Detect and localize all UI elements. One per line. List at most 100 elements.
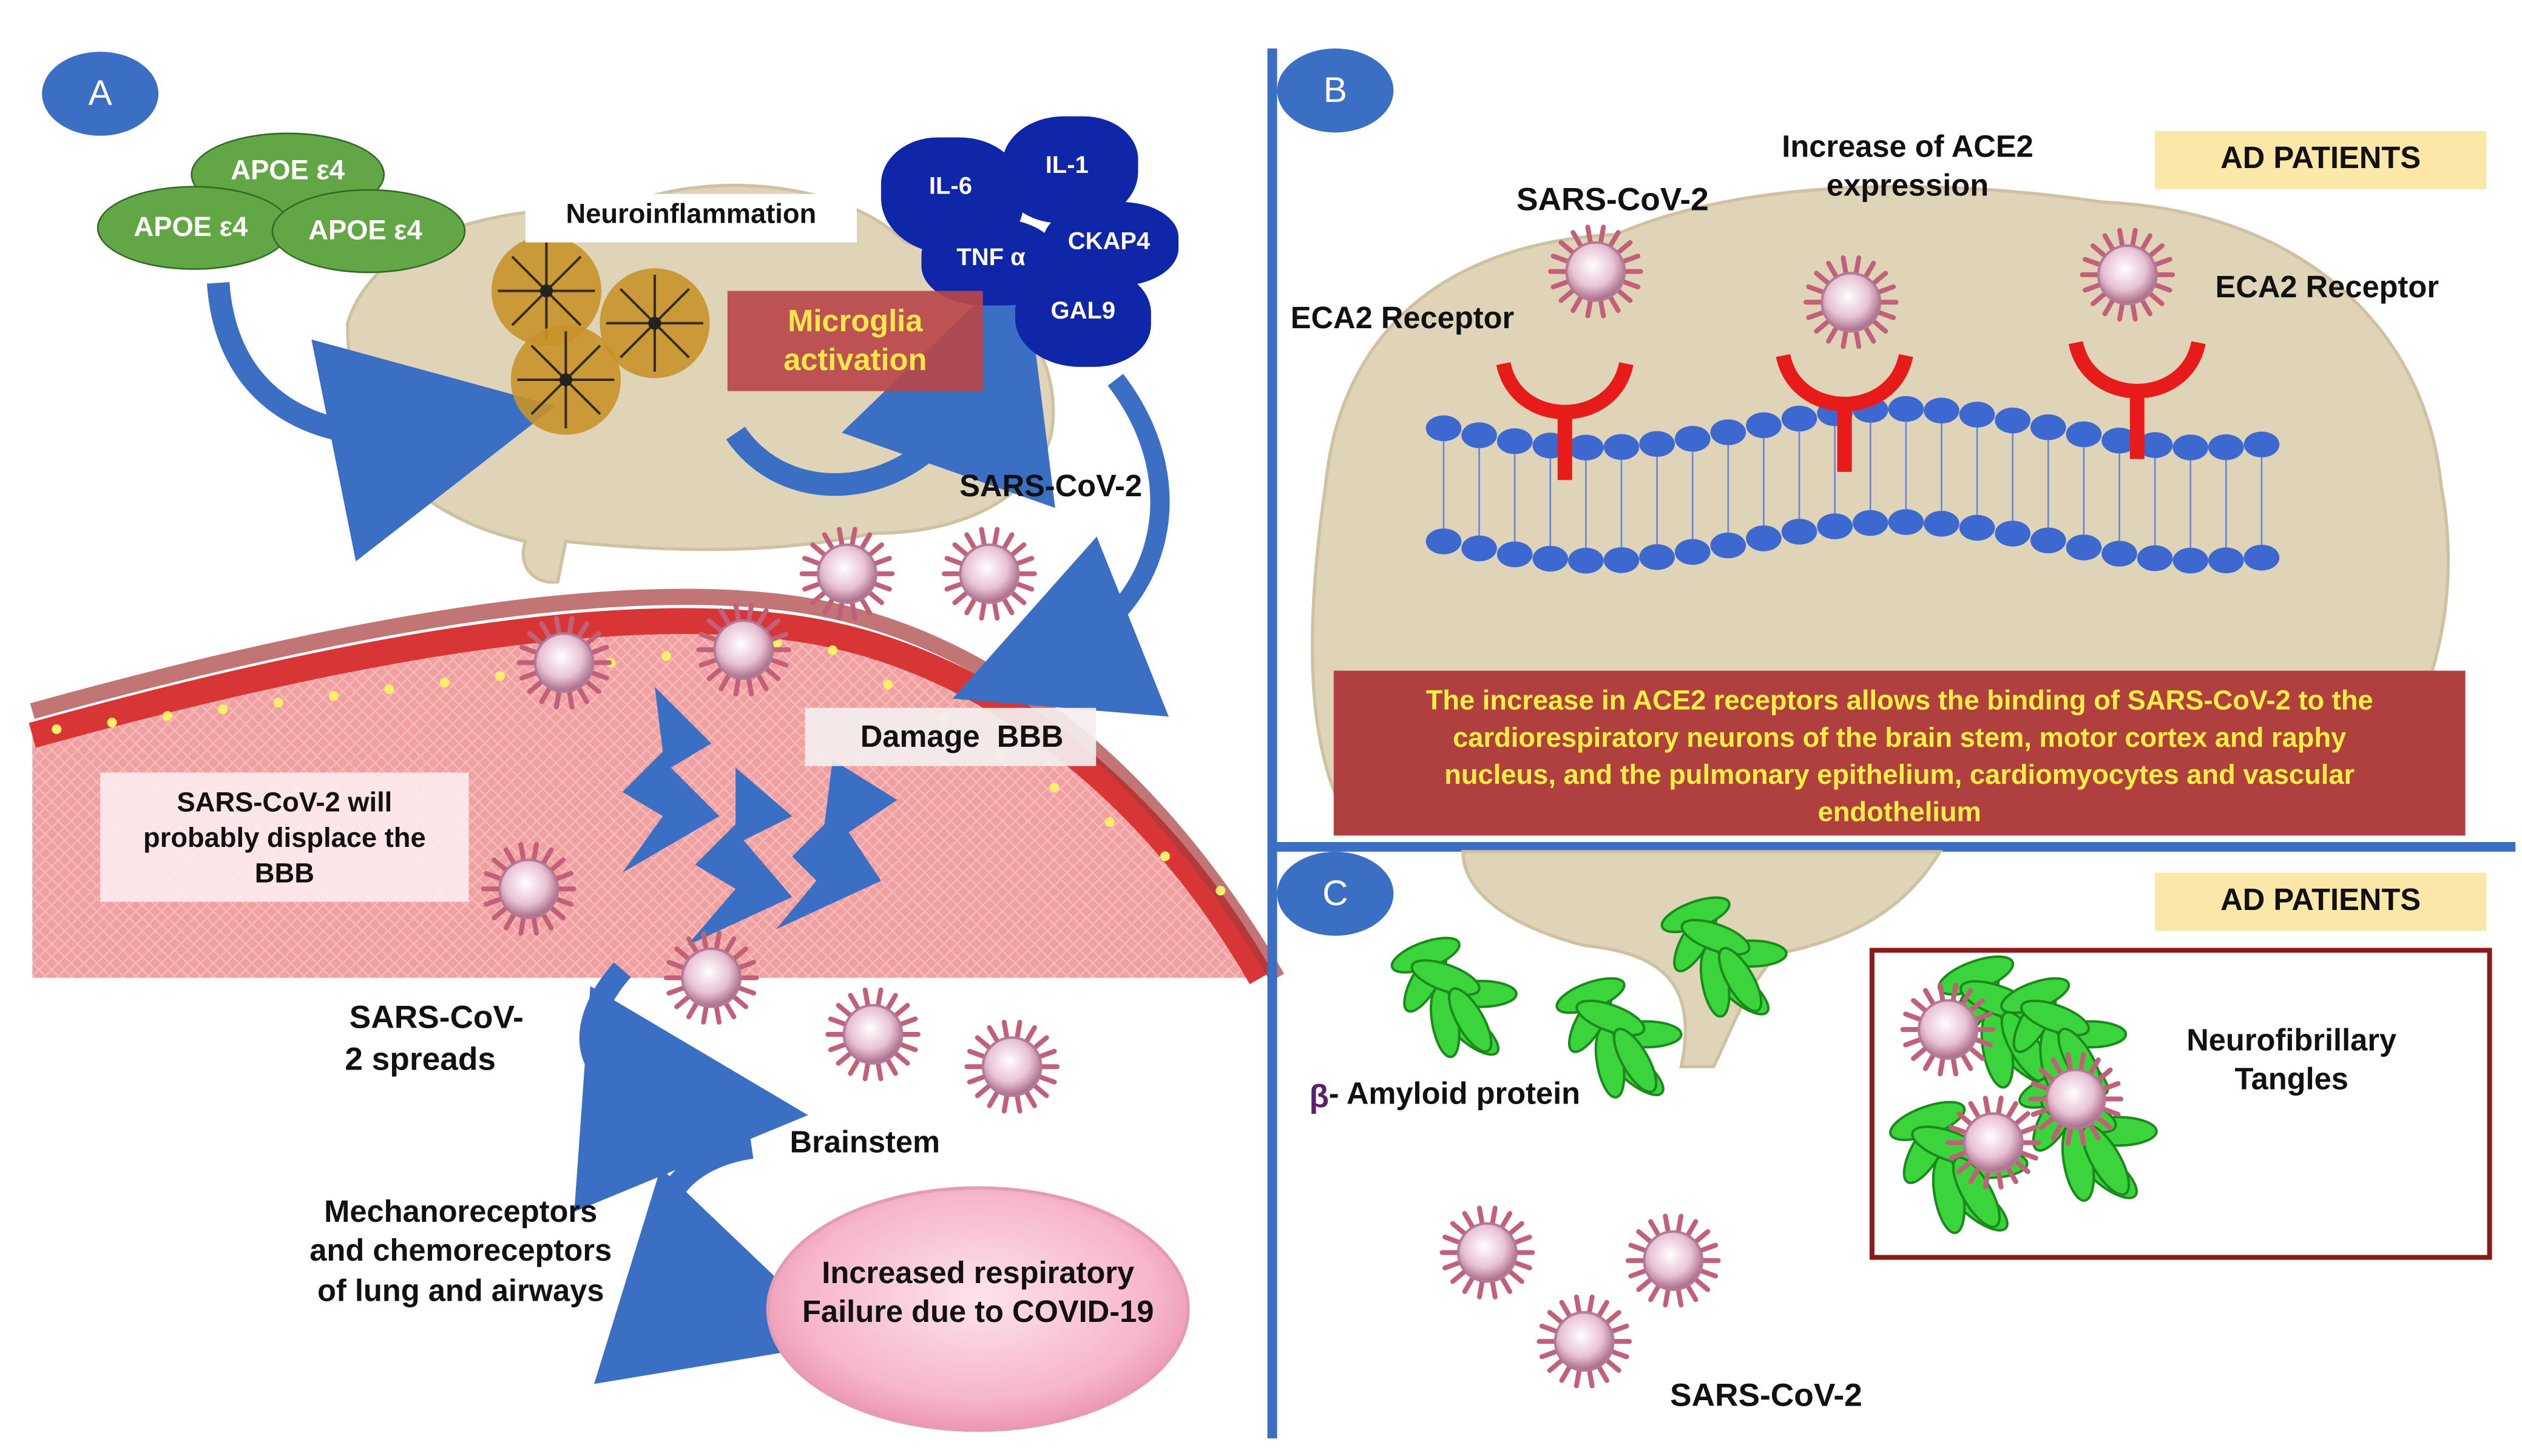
lipid-head: [1710, 532, 1746, 559]
lipid-head: [2208, 547, 2244, 573]
lipid-head: [1639, 544, 1675, 570]
spreads-line1: SARS-CoV-: [349, 1000, 524, 1036]
vessel-cell-dot: [52, 724, 62, 734]
sars-cov2-label-c: SARS-CoV-2: [1670, 1378, 1862, 1414]
lipid-head: [1603, 547, 1640, 573]
vessel-cell-dot: [1104, 817, 1115, 827]
virus-particle: [1537, 1294, 1632, 1389]
arrow-brain-to-cytokines: [726, 257, 1055, 508]
vessel-cell-dot: [1160, 851, 1170, 861]
il6-label: IL-6: [928, 173, 972, 201]
respiratory-line2: Failure due to COVID-19: [802, 1296, 1154, 1330]
info-line3: nucleus, and the pulmonary epithelium, c…: [1444, 760, 2355, 790]
vessel-cell-dot: [273, 698, 283, 708]
vessel-cell-dot: [661, 651, 671, 661]
lipid-head: [1568, 547, 1604, 574]
lipid-head: [1425, 528, 1462, 554]
virus-particle: [942, 527, 1037, 621]
microglia-cell: [600, 268, 710, 379]
cytokine-gal9: [1015, 266, 1151, 367]
lipid-head: [2101, 541, 2137, 567]
neuroinflammation-label: Neuroinflammation: [525, 194, 857, 243]
respiratory-ellipse: [766, 1186, 1190, 1432]
virus-particle: [825, 987, 921, 1082]
vessel-cell-dot: [107, 718, 117, 728]
lipid-head: [2208, 434, 2244, 460]
amyloid-fibril: [1555, 977, 1683, 1099]
respiratory-line1: Increased respiratory: [822, 1257, 1135, 1292]
panel-a-label: A: [88, 72, 112, 113]
amyloid-fibril: [1660, 896, 1788, 1018]
panel-b-label: B: [1323, 69, 1348, 110]
vessel-cell-dot: [218, 704, 228, 715]
panel-a-circle: A: [42, 52, 159, 136]
lipid-head: [1746, 525, 1782, 551]
virus-particle: [516, 616, 612, 710]
lipid-head: [2172, 434, 2209, 460]
sars-cov2-label-top: SARS-CoV-2: [959, 470, 1143, 505]
virus-particle: [1625, 1213, 1721, 1308]
arrow-apoe-to-brain: [207, 281, 556, 562]
info-line4: endothelium: [1817, 797, 1981, 827]
virus-particle: [1548, 224, 1643, 318]
arrow-to-respiratory: [593, 1136, 844, 1384]
il1-label: IL-1: [1045, 152, 1089, 180]
lipid-head: [1496, 428, 1533, 454]
virus-particle: [2028, 1052, 2123, 1146]
lipid-head: [1781, 405, 1817, 432]
tangles-line2: Tangles: [2234, 1063, 2348, 1097]
ace2-receptor: [1776, 354, 1913, 472]
vessel-cell-dot: [384, 684, 394, 695]
vessel-cell-dot: [495, 671, 505, 681]
ace2-receptor: [2068, 340, 2206, 459]
vessel-wall: [29, 608, 1273, 985]
lipid-head: [1995, 407, 2030, 434]
tangles-line1: Neurofibrillary: [2186, 1024, 2397, 1059]
lipid-head: [2066, 421, 2102, 448]
displace-box: [100, 772, 469, 902]
lipid-head: [1496, 541, 1533, 568]
lipid-head: [1781, 519, 1817, 545]
microglia-activation-line2: activation: [783, 344, 927, 379]
lipid-head: [1924, 397, 1959, 424]
panel-c-label: C: [1322, 872, 1348, 914]
lipid-head: [1568, 434, 1604, 461]
info-line2: cardiorespiratory neurons of the brain s…: [1453, 722, 2347, 753]
lipid-head: [2030, 527, 2066, 554]
gal9-label: GAL9: [1050, 297, 1116, 325]
virus-particle: [1803, 255, 1899, 349]
lipid-head: [2172, 547, 2209, 574]
apoe-label-1: APOE ε4: [231, 155, 345, 186]
lipid-head: [1710, 419, 1746, 445]
damage-bbb-box: [805, 707, 1097, 766]
info-line1: The increase in ACE2 receptors allows th…: [1425, 685, 2373, 716]
virus-particle: [2080, 228, 2175, 322]
eca2-receptor-left: ECA2 Receptor: [1290, 302, 1515, 337]
virus-particle: [964, 1020, 1060, 1114]
lipid-head: [2101, 427, 2137, 454]
lipid-head: [2030, 414, 2066, 440]
lightning-bolt-2: [687, 767, 793, 946]
virus-particle: [481, 842, 576, 936]
lipid-head: [1817, 513, 1853, 539]
microglia-activation-line1: Microglia: [788, 305, 923, 340]
arrow-to-brainstem: [574, 962, 808, 1212]
vessel-cell-dot: [1215, 886, 1226, 896]
apoe-ellipse-2: [96, 186, 291, 270]
virus-particle: [1900, 982, 1996, 1077]
ad-patients-tag-c: AD PATIENTS: [2155, 872, 2487, 931]
displace-line1: SARS-CoV-2 will: [177, 787, 393, 818]
apoe-ellipse-3: [271, 189, 466, 274]
panel-c-circle: C: [1277, 851, 1394, 936]
ckap4-label: CKAP4: [1067, 228, 1151, 255]
arrow-to-bbb: [952, 374, 1170, 717]
lipid-head: [1959, 402, 1995, 428]
sars-cov2-label-b: SARS-CoV-2: [1516, 183, 1709, 218]
vessel-wall-outer: [30, 588, 1285, 982]
vessel-cell-dot: [827, 645, 837, 655]
ace2-expression-line1: Increase of ACE2: [1782, 130, 2033, 165]
lipid-head: [1746, 412, 1782, 439]
lipid-head: [2243, 544, 2280, 571]
virus-particle: [1946, 1096, 2041, 1190]
